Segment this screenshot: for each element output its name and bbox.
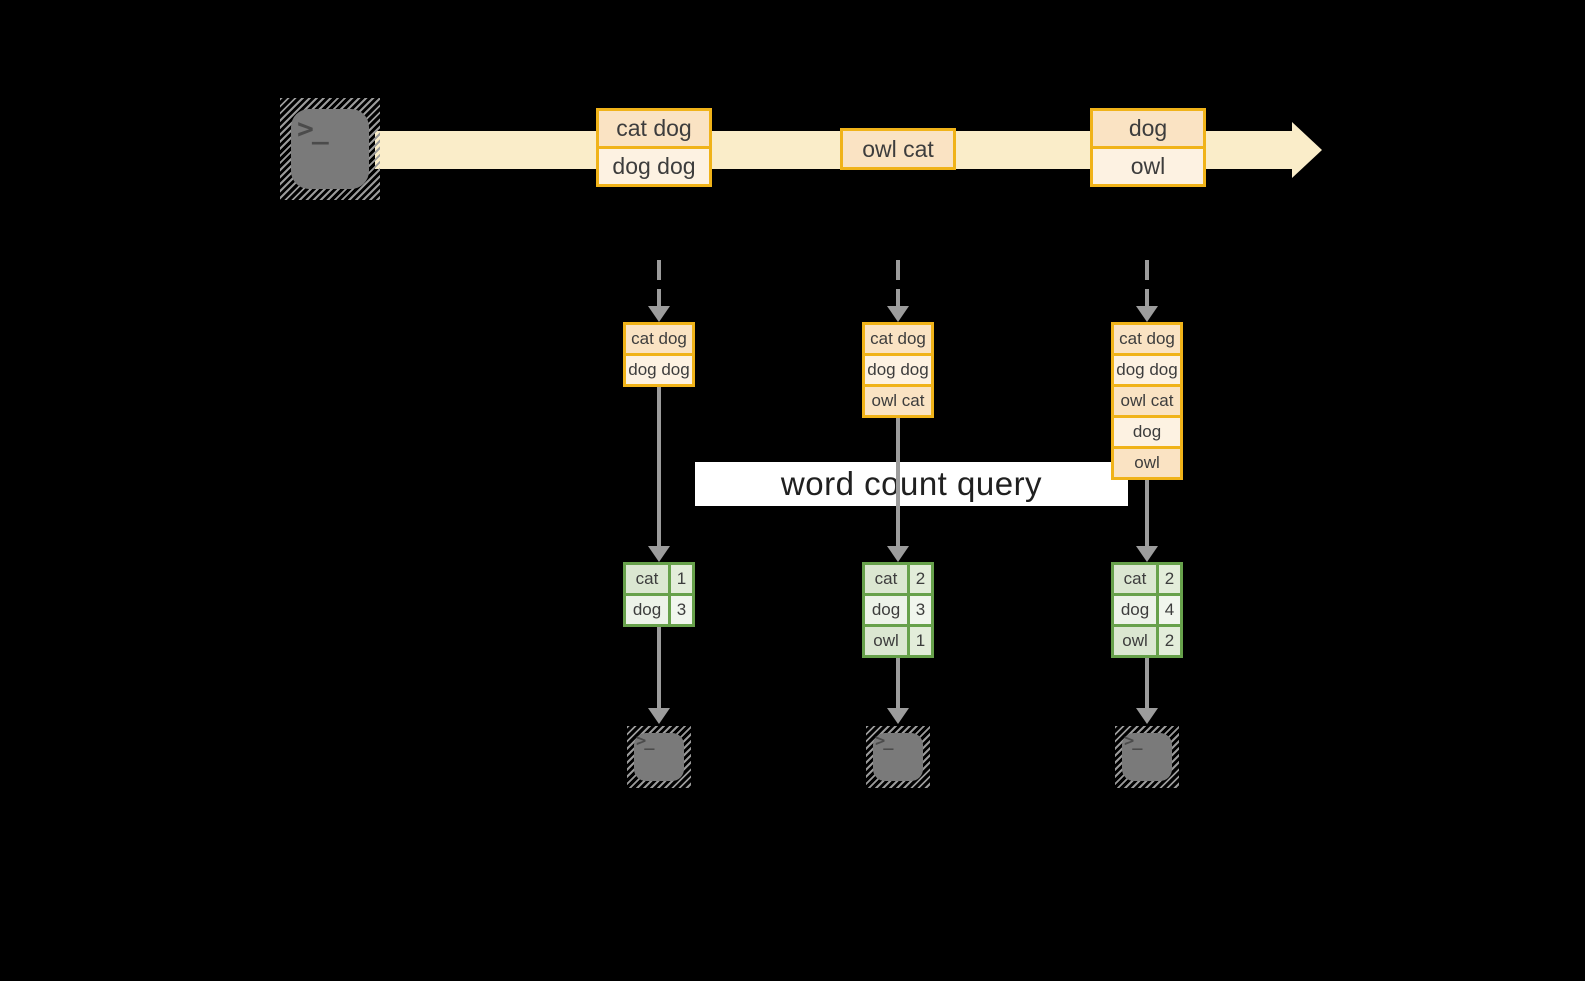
terminal-prompt-icon: >_	[1124, 731, 1143, 751]
down-arrow-icon	[1136, 260, 1158, 322]
count-row: owl 2	[1114, 624, 1180, 655]
buffer-cell: owl	[1114, 446, 1180, 477]
count-table-2: cat 2 dog 3 owl 1	[862, 562, 934, 658]
arrow-stem	[896, 260, 900, 306]
count-table-1: cat 1 dog 3	[623, 562, 695, 627]
count-word: dog	[1114, 596, 1159, 624]
count-row: cat 2	[1114, 565, 1180, 593]
buffer-cell: owl cat	[1114, 384, 1180, 415]
buffer-cell: cat dog	[626, 325, 692, 353]
count-word: cat	[865, 565, 910, 593]
buffer-cell: owl cat	[865, 384, 931, 415]
arrow-head	[887, 546, 909, 562]
count-value: 2	[1159, 565, 1180, 593]
arrow-head	[648, 306, 670, 322]
count-table-3: cat 2 dog 4 owl 2	[1111, 562, 1183, 658]
count-value: 1	[671, 565, 692, 593]
buffer-stack-1: cat dog dog dog	[623, 322, 695, 387]
down-arrow-icon	[1136, 480, 1158, 562]
arrow-head	[887, 708, 909, 724]
buffer-cell: dog dog	[626, 353, 692, 384]
count-value: 2	[1159, 627, 1180, 655]
count-row: cat 2	[865, 565, 931, 593]
terminal-screen	[291, 109, 369, 189]
stream-arrowhead-icon	[1292, 122, 1322, 178]
count-row: owl 1	[865, 624, 931, 655]
terminal-screen	[1122, 733, 1172, 781]
arrow-head	[1136, 546, 1158, 562]
terminal-prompt-icon: >_	[297, 112, 329, 145]
down-arrow-icon	[648, 260, 670, 322]
arrow-stem	[1145, 260, 1149, 306]
buffer-cell: cat dog	[1114, 325, 1180, 353]
terminal-screen	[634, 733, 684, 781]
count-value: 3	[671, 596, 692, 624]
arrow-stem	[657, 387, 661, 546]
count-word: cat	[1114, 565, 1159, 593]
arrow-head	[1136, 708, 1158, 724]
source-terminal-icon: >_	[280, 98, 380, 200]
sink-terminal-icon-2: >_	[866, 726, 930, 788]
sink-terminal-icon-3: >_	[1115, 726, 1179, 788]
terminal-screen	[873, 733, 923, 781]
buffer-cell: dog dog	[865, 353, 931, 384]
count-word: dog	[865, 596, 910, 624]
down-arrow-icon	[887, 418, 909, 562]
sink-terminal-icon-1: >_	[627, 726, 691, 788]
stream-event-line: owl cat	[843, 131, 953, 167]
down-arrow-icon	[1136, 658, 1158, 724]
arrow-head	[887, 306, 909, 322]
stream-event-line: dog	[1093, 111, 1203, 146]
down-arrow-icon	[887, 260, 909, 322]
count-row: cat 1	[626, 565, 692, 593]
down-arrow-icon	[648, 627, 670, 724]
count-row: dog 4	[1114, 593, 1180, 624]
stream-event-line: dog dog	[599, 146, 709, 184]
buffer-cell: dog	[1114, 415, 1180, 446]
arrow-stem	[657, 627, 661, 708]
query-label: word count query	[695, 462, 1128, 506]
count-value: 1	[910, 627, 931, 655]
stream-event-line: owl	[1093, 146, 1203, 184]
buffer-stack-3: cat dog dog dog owl cat dog owl	[1111, 322, 1183, 480]
stream-event-3: dog owl	[1090, 108, 1206, 187]
count-word: cat	[626, 565, 671, 593]
down-arrow-icon	[648, 387, 670, 562]
stream-event-line: cat dog	[599, 111, 709, 146]
count-value: 2	[910, 565, 931, 593]
terminal-prompt-icon: >_	[636, 731, 655, 751]
buffer-stack-2: cat dog dog dog owl cat	[862, 322, 934, 418]
count-value: 4	[1159, 596, 1180, 624]
stream-event-1: cat dog dog dog	[596, 108, 712, 187]
count-word: dog	[626, 596, 671, 624]
buffer-cell: cat dog	[865, 325, 931, 353]
arrow-stem	[896, 658, 900, 708]
down-arrow-icon	[887, 658, 909, 724]
count-word: owl	[1114, 627, 1159, 655]
arrow-stem	[1145, 480, 1149, 546]
count-value: 3	[910, 596, 931, 624]
arrow-head	[1136, 306, 1158, 322]
arrow-stem	[657, 260, 661, 306]
arrow-stem	[896, 418, 900, 546]
count-row: dog 3	[626, 593, 692, 624]
count-row: dog 3	[865, 593, 931, 624]
arrow-head	[648, 708, 670, 724]
arrow-head	[648, 546, 670, 562]
arrow-stem	[1145, 658, 1149, 708]
buffer-cell: dog dog	[1114, 353, 1180, 384]
terminal-prompt-icon: >_	[875, 731, 894, 751]
count-word: owl	[865, 627, 910, 655]
stream-event-2: owl cat	[840, 128, 956, 170]
